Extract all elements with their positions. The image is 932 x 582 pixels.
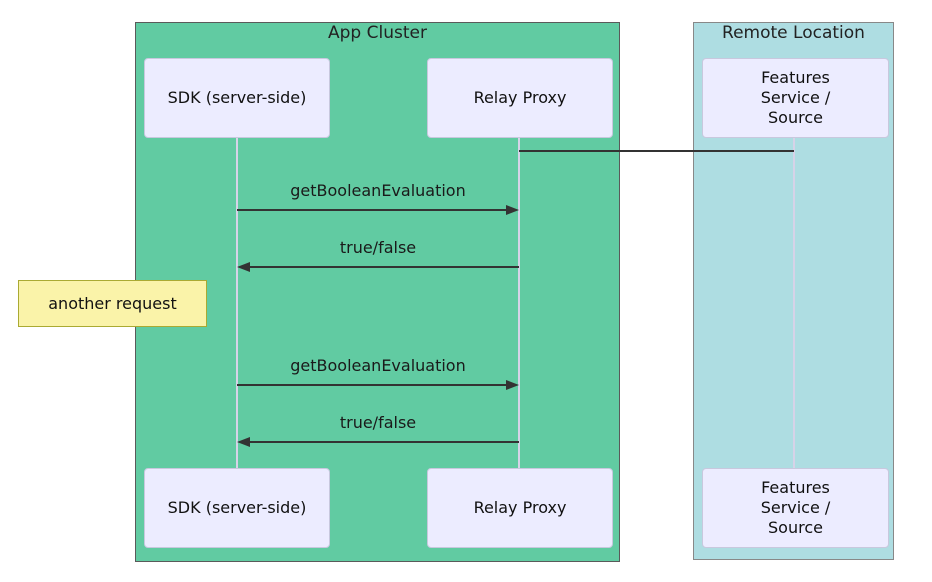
actor-relay-label: Relay Proxy xyxy=(473,88,567,107)
arrowhead-right-icon xyxy=(506,380,519,390)
actor-features-label: Features Service / Source xyxy=(760,478,831,537)
message-truefalse-line xyxy=(250,266,519,268)
arrowhead-left-icon xyxy=(237,437,250,447)
lifeline-features xyxy=(793,138,795,468)
message-getbooleanevaluation-line xyxy=(237,209,506,211)
cluster-remote-label: Remote Location xyxy=(722,23,865,43)
actor-relay-label: Relay Proxy xyxy=(473,498,567,517)
actor-sdk-label: SDK (server-side) xyxy=(167,88,307,107)
message-getbooleanevaluation2-line xyxy=(237,384,506,386)
arrowhead-right-icon xyxy=(506,205,519,215)
actor-sdk-top: SDK (server-side) xyxy=(144,58,330,138)
arrowhead-left-icon xyxy=(237,262,250,272)
lifeline-sdk xyxy=(236,138,238,468)
actor-features-bottom: Features Service / Source xyxy=(702,468,889,548)
actor-features-label: Features Service / Source xyxy=(760,68,831,127)
message-truefalse-label: true/false xyxy=(339,238,417,257)
actor-relay-top: Relay Proxy xyxy=(427,58,613,138)
actor-features-top: Features Service / Source xyxy=(702,58,889,138)
message-getbooleanevaluation-label: getBooleanEvaluation xyxy=(290,181,466,200)
message-truefalse2-label: true/false xyxy=(339,413,417,432)
lifeline-relay xyxy=(518,138,520,468)
message-getbooleanevaluation2-label: getBooleanEvaluation xyxy=(290,356,466,375)
actor-sdk-bottom: SDK (server-side) xyxy=(144,468,330,548)
note-another-request: another request xyxy=(18,280,207,327)
message-relay-to-features-line xyxy=(519,150,794,152)
message-truefalse2-line xyxy=(250,441,519,443)
actor-sdk-label: SDK (server-side) xyxy=(167,498,307,517)
note-text: another request xyxy=(48,294,177,313)
actor-relay-bottom: Relay Proxy xyxy=(427,468,613,548)
cluster-app-label: App Cluster xyxy=(328,23,427,43)
